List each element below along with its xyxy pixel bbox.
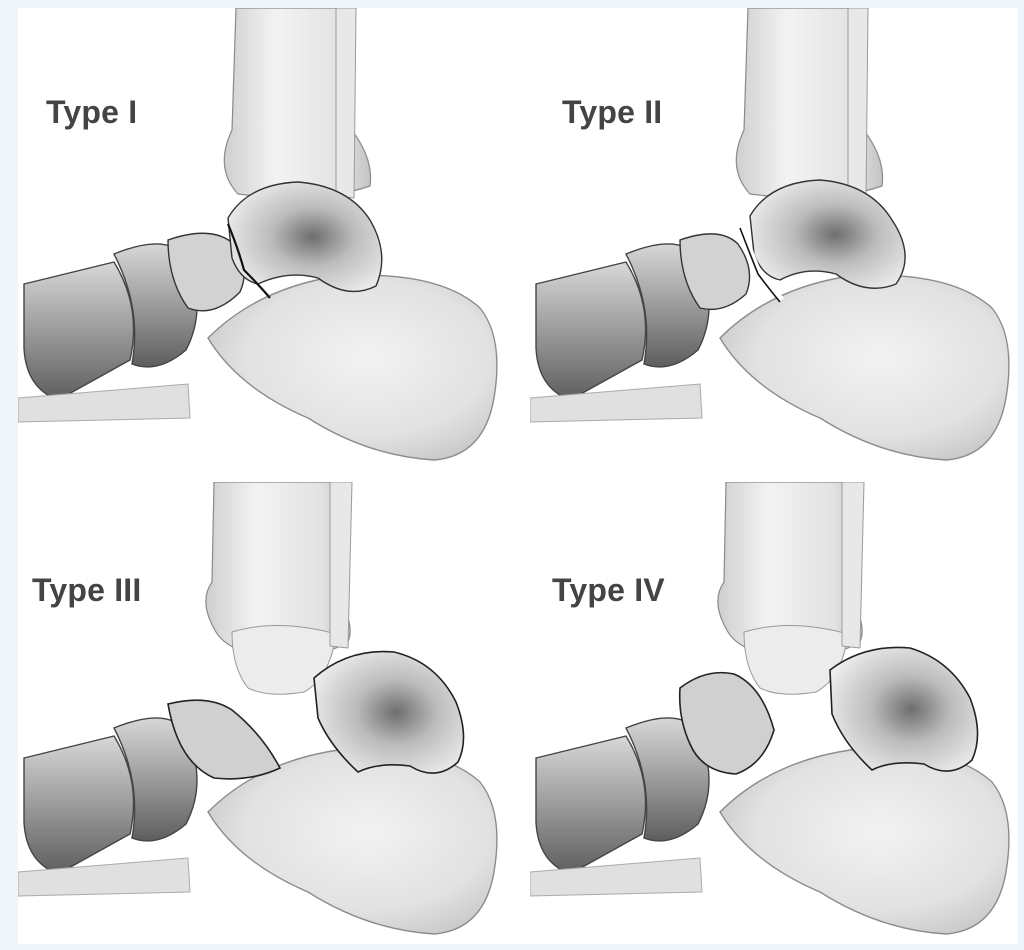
fibula bbox=[842, 482, 864, 648]
cuneiform bbox=[536, 736, 646, 874]
cuneiform bbox=[24, 736, 134, 874]
panel-label: Type IV bbox=[552, 572, 665, 609]
panel-type-3: Type III bbox=[18, 482, 504, 944]
panel-type-2: Type II bbox=[530, 8, 1016, 470]
ankle-illustration-type-1 bbox=[18, 8, 504, 470]
panel-label: Type I bbox=[46, 94, 137, 131]
ankle-illustration-type-3 bbox=[18, 482, 504, 944]
talus-body bbox=[750, 180, 905, 288]
cuneiform bbox=[536, 262, 646, 400]
fibula bbox=[330, 482, 352, 648]
fibula bbox=[848, 8, 868, 198]
cuneiform bbox=[24, 262, 134, 400]
calcaneus bbox=[720, 275, 1009, 460]
panel-type-4: Type IV bbox=[530, 482, 1016, 944]
fibula bbox=[336, 8, 356, 198]
panel-label: Type III bbox=[32, 572, 141, 609]
panel-label: Type II bbox=[562, 94, 662, 131]
calcaneus bbox=[208, 275, 497, 460]
ankle-illustration-type-2 bbox=[530, 8, 1016, 470]
panel-type-1: Type I bbox=[18, 8, 504, 470]
figure-frame: Type I Type II Type bbox=[18, 8, 1018, 944]
calcaneus bbox=[720, 749, 1009, 934]
talus-body bbox=[228, 182, 382, 291]
ankle-illustration-type-4 bbox=[530, 482, 1016, 944]
